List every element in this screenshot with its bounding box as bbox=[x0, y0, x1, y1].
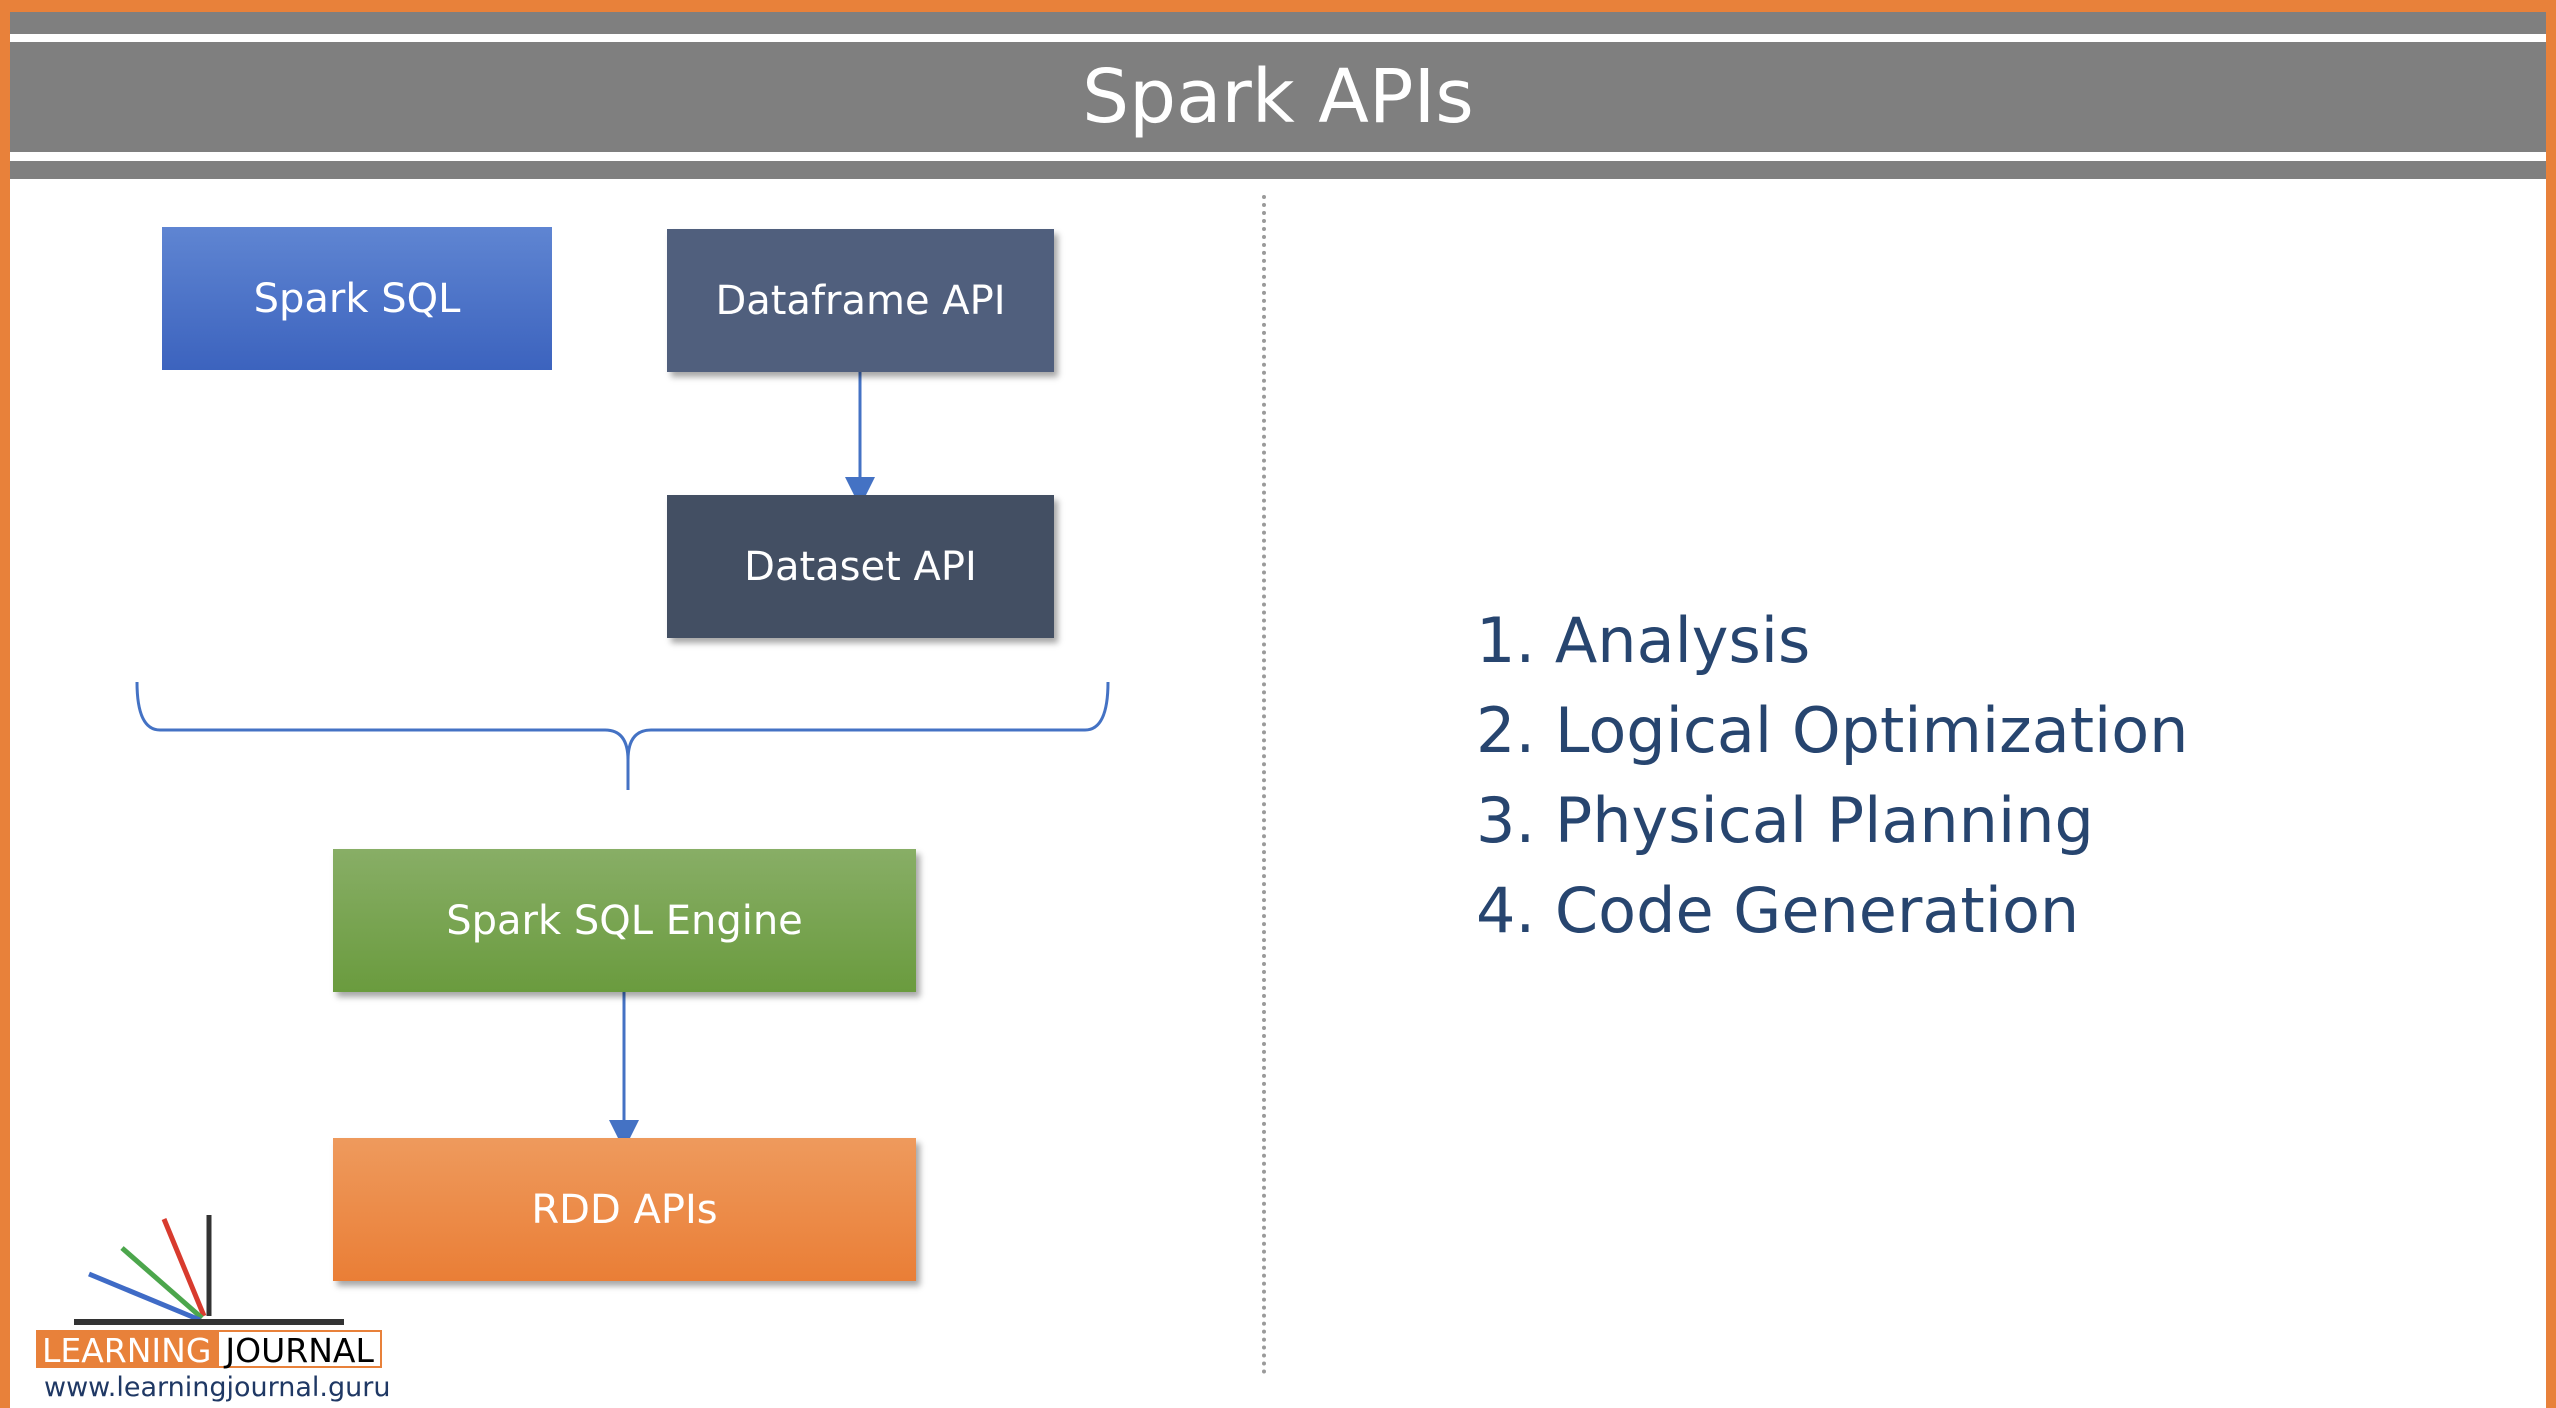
logo-word-learning: LEARNING bbox=[36, 1330, 218, 1370]
learning-journal-logo-icon bbox=[74, 1215, 344, 1325]
title-band-stripe bbox=[10, 152, 2546, 161]
rdd-apis-box: RDD APIs bbox=[333, 1138, 916, 1281]
curly-brace bbox=[135, 681, 1110, 790]
logo-url: www.learningjournal.guru bbox=[44, 1372, 391, 1403]
step-item: 2. Logical Optimization bbox=[1476, 694, 2189, 767]
step-item: 1. Analysis bbox=[1476, 604, 1811, 677]
optimization-steps-list: 1. Analysis 2. Logical Optimization 3. P… bbox=[1476, 596, 2188, 956]
dataset-api-box: Dataset API bbox=[667, 495, 1054, 638]
title-band-stripe bbox=[10, 34, 2546, 42]
title-band-bottom bbox=[10, 161, 2546, 179]
dataframe-api-box: Dataframe API bbox=[667, 229, 1054, 372]
title-band bbox=[10, 42, 2546, 152]
vertical-divider bbox=[1262, 195, 1266, 1375]
logo-wordmark: LEARNING JOURNAL bbox=[36, 1330, 382, 1370]
slide-title: Spark APIs bbox=[1082, 54, 1474, 140]
spark-sql-engine-box: Spark SQL Engine bbox=[333, 849, 916, 992]
step-item: 4. Code Generation bbox=[1476, 874, 2080, 947]
logo-word-journal: JOURNAL bbox=[217, 1330, 382, 1370]
spark-sql-box: Spark SQL bbox=[162, 227, 552, 370]
title-band-top bbox=[10, 12, 2546, 34]
step-item: 3. Physical Planning bbox=[1476, 784, 2094, 857]
